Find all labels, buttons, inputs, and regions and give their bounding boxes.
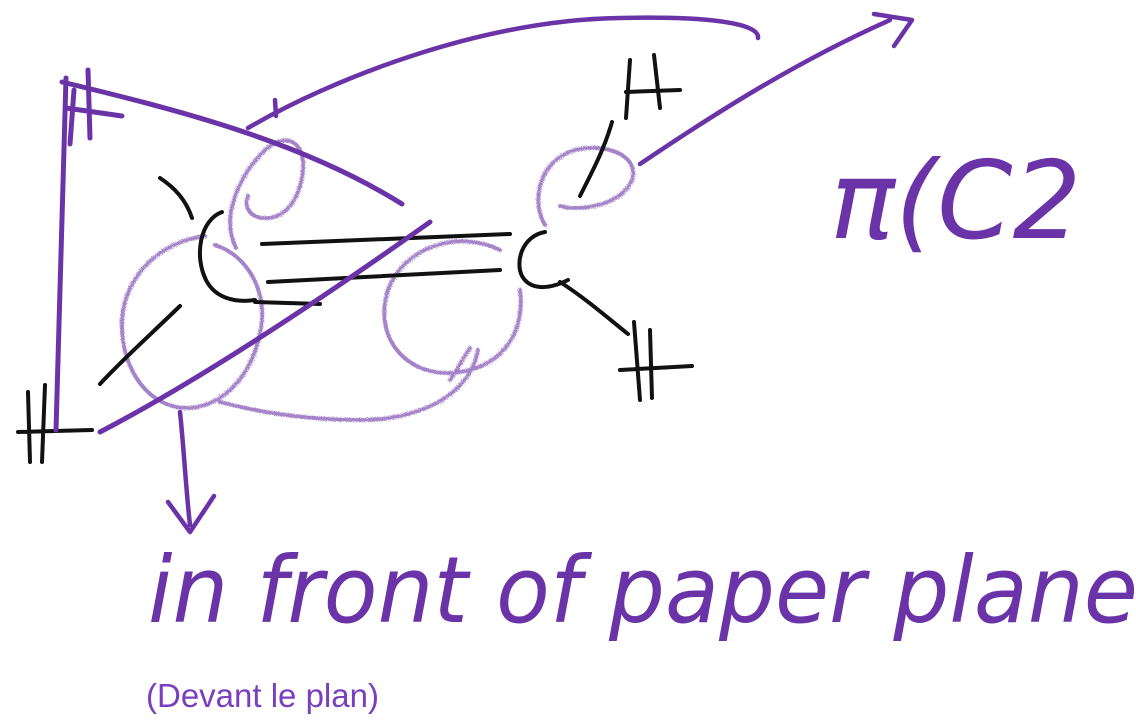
left-carbon-glyph: [198, 210, 257, 303]
plane-diagonal-edge: [97, 219, 433, 435]
arrow-down-to-note: [177, 409, 193, 528]
double-bond-lower: [266, 268, 502, 284]
right-carbon-lower-lobe: [382, 239, 523, 376]
bond-left-top-h: [158, 176, 194, 220]
p-orbital-lobes: [119, 138, 636, 423]
caption-devant-le-plan: (Devant le plan): [146, 677, 379, 714]
plane-top-edge: [59, 79, 405, 207]
curved-arrow-top: [245, 15, 761, 131]
bond-left-bottom-h: [98, 304, 182, 386]
note-in-front-of-paper-plane: in front of paper plane: [148, 537, 1136, 644]
left-carbon-upper-lobe: [228, 138, 306, 250]
curved-arrow-top-tick: [272, 97, 279, 119]
bond-right-top-h: [578, 120, 614, 198]
paper-plane-outline: [53, 67, 433, 435]
bond-right-bottom-h: [558, 280, 630, 336]
middle-lobe-bulge: [218, 348, 480, 423]
atom-c-left: C: [210, 259, 211, 261]
arrow-to-pi-label: [637, 17, 893, 167]
middle-lobe-swirl: [448, 346, 472, 382]
plane-left-edge: [53, 75, 69, 433]
h-top-right-glyph: [624, 53, 682, 120]
right-carbon-upper-lobe: [536, 145, 636, 227]
atom-c-right: C: [530, 259, 531, 261]
double-bond-upper: [260, 232, 512, 246]
annotation-arrows: [165, 11, 915, 535]
arrow-down-to-note-head: [165, 493, 217, 535]
pi-label: π(C2: [830, 139, 1081, 264]
h-bottom-right-glyph: [618, 320, 694, 402]
right-carbon-glyph: [517, 230, 570, 289]
h-top-left-glyph: [63, 67, 125, 147]
left-carbon-lower-lobe: [119, 234, 265, 411]
arrow-to-pi-label-head: [871, 11, 915, 49]
